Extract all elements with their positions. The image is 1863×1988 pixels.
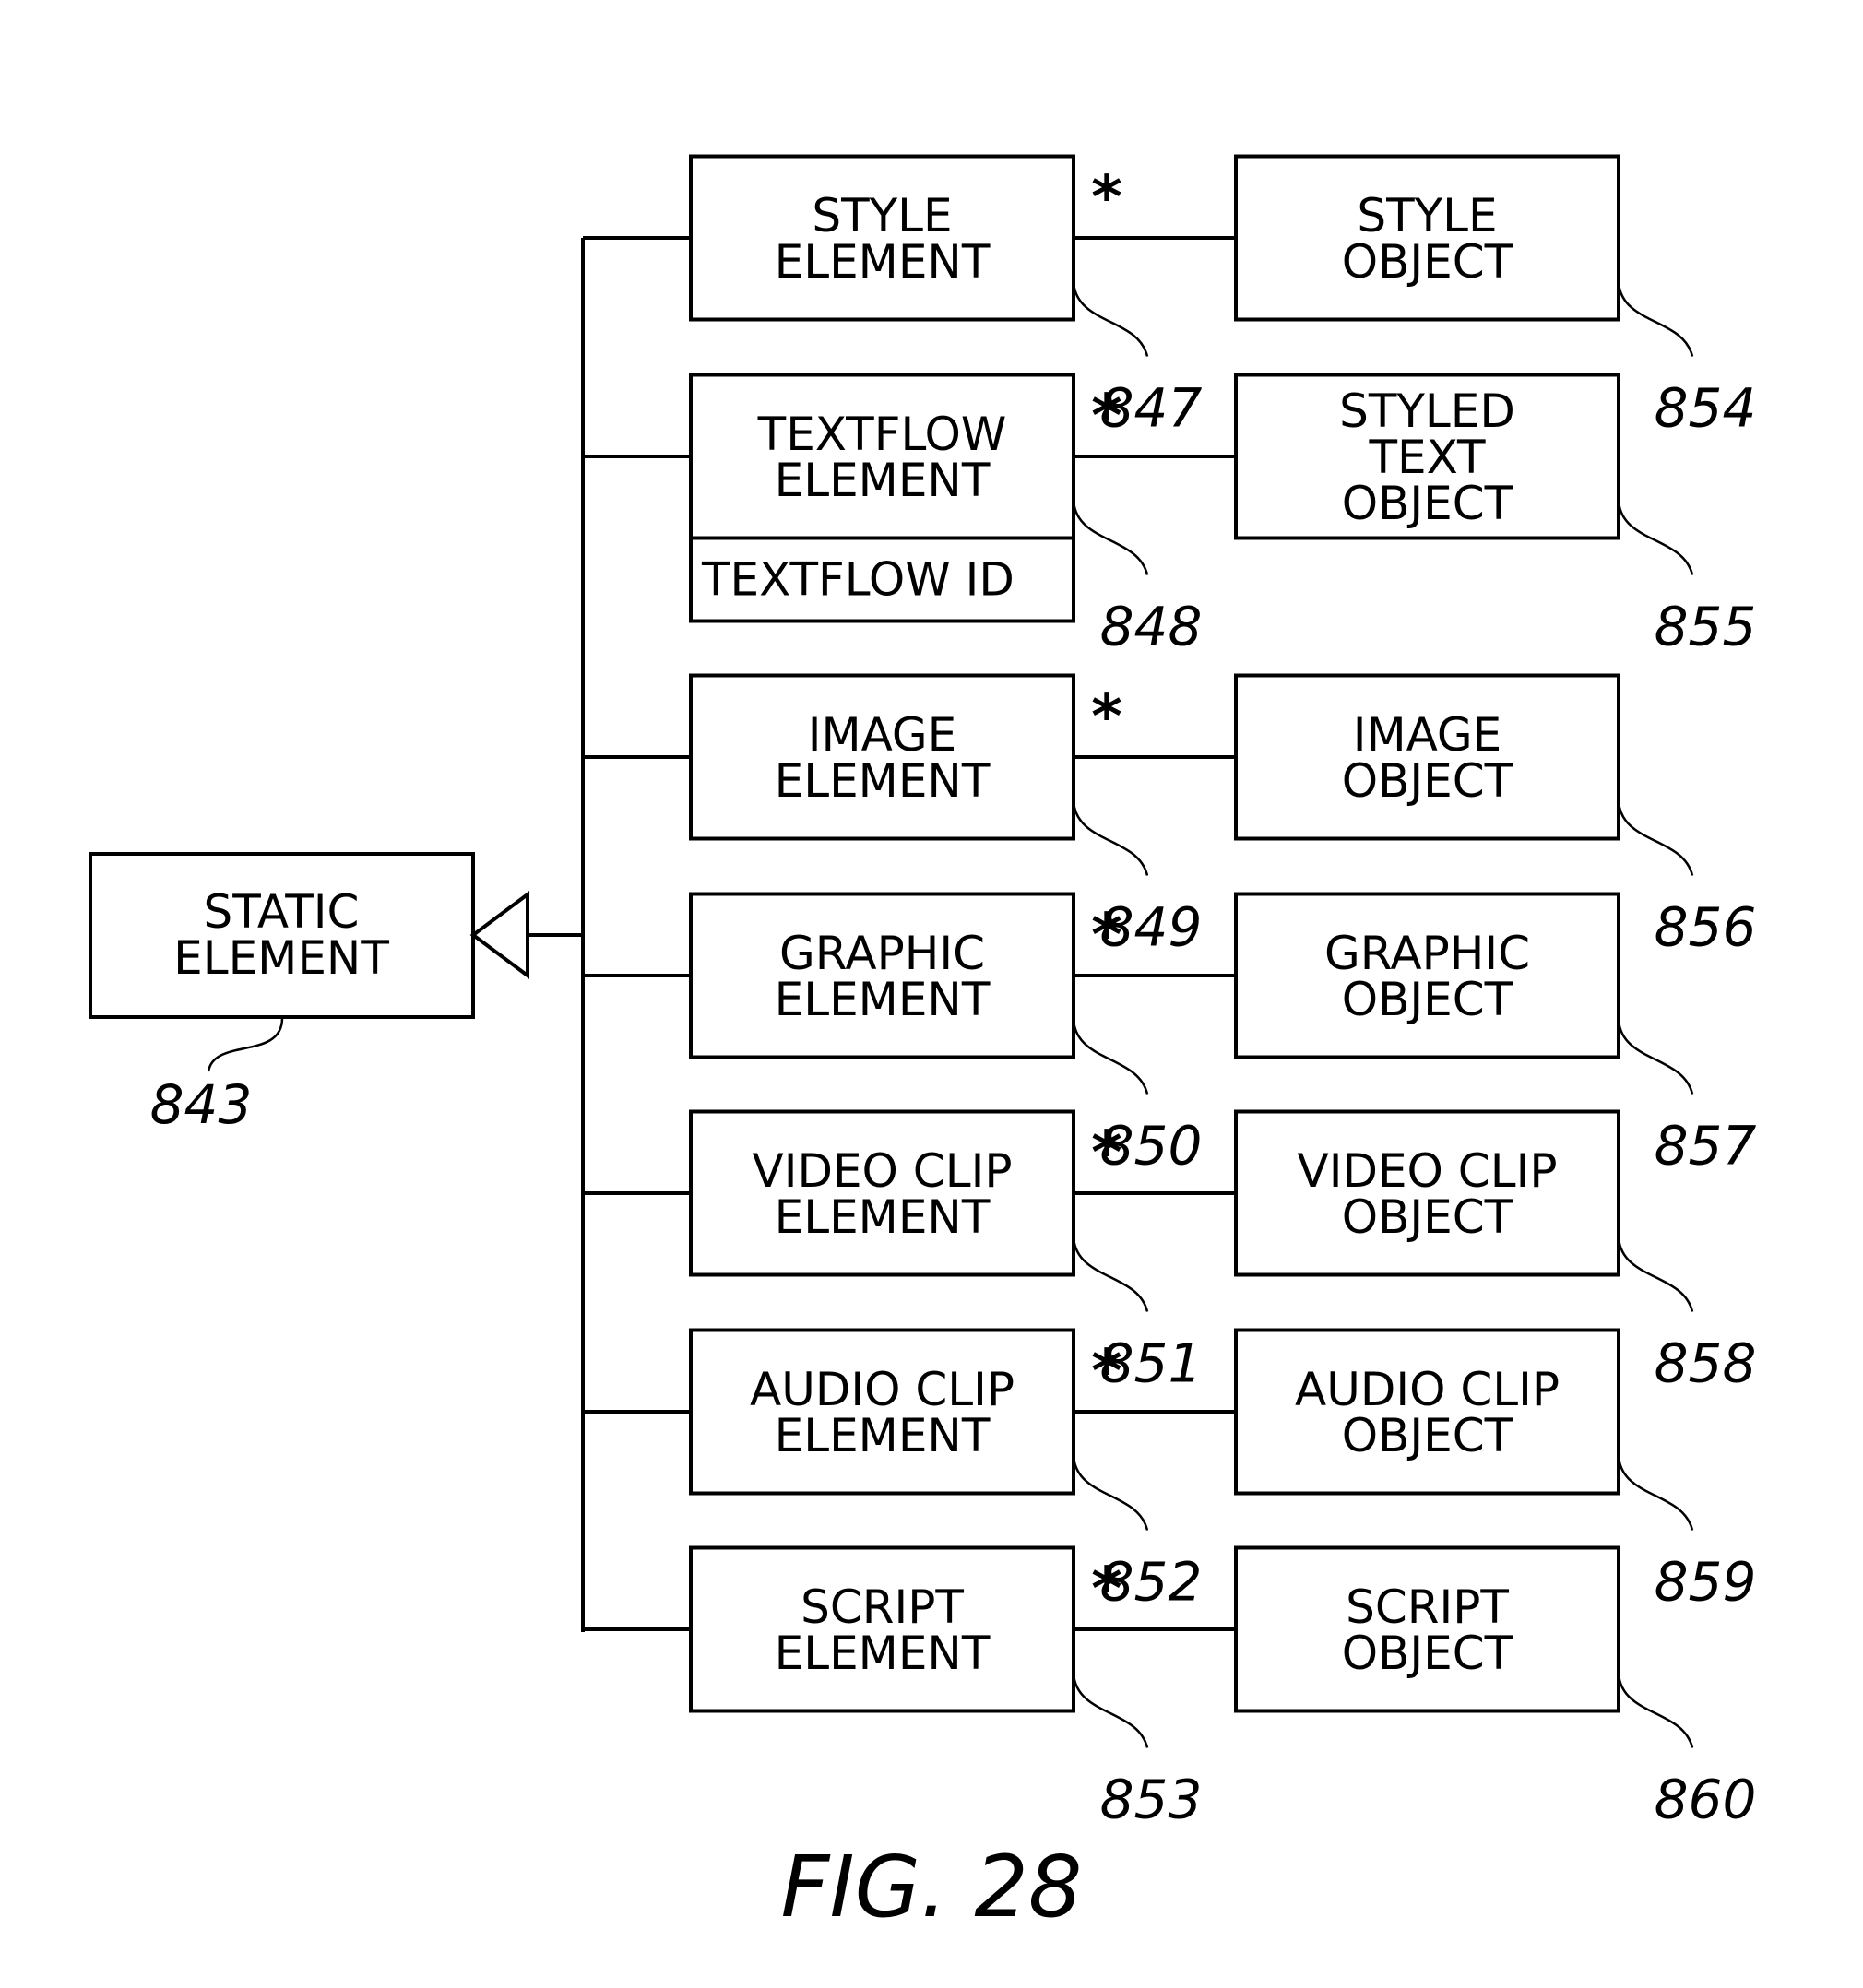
leader-line-textflow-element [1074, 502, 1147, 575]
leader-line-video-clip-object [1619, 1238, 1692, 1312]
ref-number-audio-clip-object: 859 [1655, 1551, 1757, 1614]
style-object-box: STYLEOBJECT [1236, 157, 1619, 320]
audio-clip-element-box: AUDIO CLIPELEMENT [691, 1331, 1074, 1494]
static-element-box: STATIC ELEMENT [90, 854, 473, 1017]
leader-line-script-object [1619, 1674, 1692, 1748]
ref-number-styled-text-object: 855 [1655, 596, 1757, 658]
styled-text-object-box: STYLEDTEXTOBJECT [1236, 375, 1619, 538]
leader-line-script-element [1074, 1674, 1147, 1748]
static-element-ref-number: 843 [150, 1073, 253, 1136]
inheritance-arrowhead [473, 894, 528, 976]
styled-text-object-label-line-3: OBJECT [1342, 477, 1513, 530]
leader-line-image-object [1619, 802, 1692, 876]
static-element-label-line-2: ELEMENT [173, 931, 389, 985]
video-clip-element-box: VIDEO CLIPELEMENT [691, 1112, 1074, 1275]
video-clip-element-label-line-2: ELEMENT [775, 1190, 991, 1244]
figure-caption: FIG. 28 [781, 1838, 1083, 1936]
image-object-label-line-2: OBJECT [1342, 754, 1513, 808]
style-element-label-line-2: ELEMENT [775, 235, 991, 289]
leader-line-graphic-element [1074, 1021, 1147, 1095]
video-clip-object-box: VIDEO CLIPOBJECT [1236, 1112, 1619, 1275]
leader-line-style-object [1619, 283, 1692, 357]
multiplicity-star-image-element: * [1091, 683, 1121, 751]
multiplicity-star-graphic-element: * [1091, 902, 1121, 970]
style-element-box: STYLEELEMENT [691, 157, 1074, 320]
multiplicity-star-style-element: * [1091, 164, 1121, 232]
audio-clip-object-box: AUDIO CLIPOBJECT [1236, 1331, 1619, 1494]
ref-number-graphic-object: 857 [1655, 1115, 1757, 1177]
ref-number-script-object: 860 [1655, 1769, 1757, 1831]
script-object-box: SCRIPTOBJECT [1236, 1548, 1619, 1711]
textflow-element-label-line-2: ELEMENT [775, 454, 991, 507]
leader-line-graphic-object [1619, 1021, 1692, 1095]
ref-number-script-element: 853 [1100, 1769, 1203, 1831]
graphic-element-box: GRAPHICELEMENT [691, 894, 1074, 1058]
leader-line-audio-clip-element [1074, 1457, 1147, 1531]
ref-number-textflow-element: 848 [1100, 596, 1203, 658]
static-element-leader-line [208, 1018, 282, 1071]
multiplicity-star-video-clip-element: * [1091, 1119, 1121, 1188]
audio-clip-element-label-line-2: ELEMENT [775, 1409, 991, 1462]
textflow-element-attribute: TEXTFLOW ID [701, 553, 1015, 607]
ref-number-image-object: 856 [1655, 896, 1757, 959]
ref-number-video-clip-object: 858 [1655, 1332, 1757, 1395]
leader-line-image-element [1074, 802, 1147, 876]
graphic-object-label-line-2: OBJECT [1342, 973, 1513, 1026]
leader-line-style-element [1074, 283, 1147, 357]
style-object-label-line-2: OBJECT [1342, 235, 1513, 289]
script-element-box: SCRIPTELEMENT [691, 1548, 1074, 1711]
leader-line-audio-clip-object [1619, 1457, 1692, 1531]
multiplicity-star-textflow-element: * [1091, 383, 1121, 451]
image-object-box: IMAGEOBJECT [1236, 676, 1619, 839]
textflow-element-box: TEXTFLOWELEMENTTEXTFLOW ID [691, 375, 1074, 621]
video-clip-object-label-line-2: OBJECT [1342, 1190, 1513, 1244]
leader-line-video-clip-element [1074, 1238, 1147, 1312]
image-element-label-line-2: ELEMENT [775, 754, 991, 808]
multiplicity-star-audio-clip-element: * [1091, 1338, 1121, 1406]
image-element-box: IMAGEELEMENT [691, 676, 1074, 839]
multiplicity-star-script-element: * [1091, 1556, 1121, 1624]
graphic-object-box: GRAPHICOBJECT [1236, 894, 1619, 1058]
ref-number-style-object: 854 [1655, 377, 1757, 440]
audio-clip-object-label-line-2: OBJECT [1342, 1409, 1513, 1462]
script-element-label-line-2: ELEMENT [775, 1627, 991, 1680]
element-object-rows: STYLEELEMENT*847STYLEOBJECT854TEXTFLOWEL… [583, 157, 1756, 1831]
leader-line-styled-text-object [1619, 502, 1692, 575]
script-object-label-line-2: OBJECT [1342, 1627, 1513, 1680]
graphic-element-label-line-2: ELEMENT [775, 973, 991, 1026]
